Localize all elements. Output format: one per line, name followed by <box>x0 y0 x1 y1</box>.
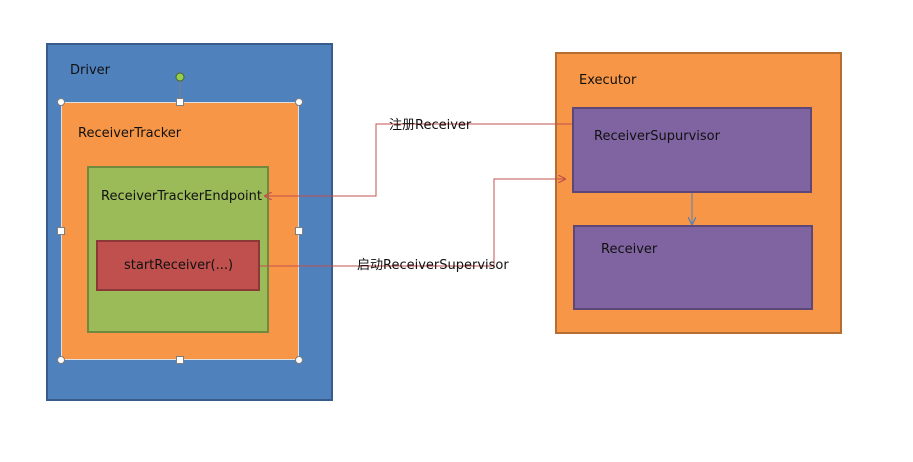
receiver-supervisor-label: ReceiverSupurvisor <box>594 129 720 144</box>
resize-handle-bottom-left[interactable] <box>57 356 65 364</box>
receiver-tracker-endpoint-label: ReceiverTrackerEndpoint <box>101 189 262 204</box>
resize-handle-left[interactable] <box>57 227 65 235</box>
resize-handle-top[interactable] <box>176 98 184 106</box>
start-receiver-box[interactable] <box>96 240 260 291</box>
start-receiver-label: startReceiver(...) <box>124 258 234 273</box>
register-receiver-arrow[interactable] <box>265 123 572 196</box>
resize-handle-top-left[interactable] <box>57 98 65 106</box>
executor-label: Executor <box>579 73 637 88</box>
receiver-box[interactable] <box>573 225 813 310</box>
resize-handle-bottom[interactable] <box>176 356 184 364</box>
driver-label: Driver <box>70 63 111 78</box>
receiver-tracker-label: ReceiverTracker <box>78 126 182 141</box>
receiver-label: Receiver <box>601 242 658 257</box>
register-receiver-label: 注册Receiver <box>389 118 472 133</box>
rotate-handle[interactable] <box>175 72 185 82</box>
receiver-supervisor-box[interactable] <box>572 107 812 193</box>
resize-handle-right[interactable] <box>295 227 303 235</box>
start-receiver-supervisor-label: 启动ReceiverSupervisor <box>357 258 509 273</box>
start-receiver-supervisor-arrow[interactable] <box>260 179 565 267</box>
resize-handle-top-right[interactable] <box>295 98 303 106</box>
resize-handle-bottom-right[interactable] <box>295 356 303 364</box>
